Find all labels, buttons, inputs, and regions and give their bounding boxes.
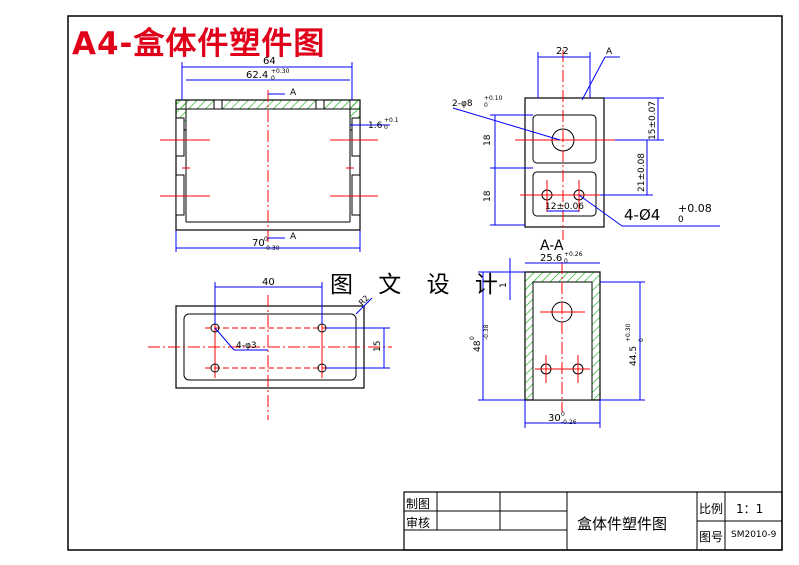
- front-dim-62-tol: +0.30: [271, 68, 290, 75]
- page-title: A4-盒体件塑件图: [72, 26, 326, 62]
- front-dim-wall: 1.6: [368, 121, 383, 131]
- front-top-notch-right: [315, 99, 325, 110]
- tb-drawn-label: 制图: [406, 497, 431, 511]
- front-dim-70: 70: [252, 238, 265, 249]
- front-slot-right-1: [351, 117, 361, 157]
- front-slot-left-2: [175, 174, 185, 216]
- front-dim-62: 62.4: [246, 70, 268, 81]
- side-view: 22 A 2-φ8 +0.10 0 18 18 15±0.07 21±0.08 …: [452, 46, 720, 240]
- front-slot-right-2: [351, 174, 361, 216]
- top-hole-callout: 4-φ3: [236, 341, 257, 351]
- section-dim-top: 25.6: [540, 253, 562, 264]
- top-hole-3: [210, 363, 220, 373]
- front-dim-70-sub: -0.30: [264, 245, 280, 252]
- section-dim-left-tol: 0: [469, 336, 476, 340]
- top-dim-15: 15: [373, 341, 383, 352]
- side-dim-15: 15±0.07: [648, 101, 658, 140]
- side-outline: [524, 97, 605, 228]
- side-hole-leader: [452, 107, 561, 141]
- watermark: 图 文 设 计: [330, 272, 507, 298]
- side-hole-callout: 2-φ8: [452, 99, 473, 109]
- side-hole4-sub: 0: [678, 215, 684, 225]
- top-view: 40 15 4-φ3 R2: [148, 277, 392, 420]
- side-lower-window: [532, 171, 597, 217]
- front-dim-wall-tol: +0.1: [384, 117, 399, 124]
- side-hole4-tol: +0.08: [678, 202, 712, 215]
- front-section-mark-bottom: A: [290, 232, 297, 242]
- tb-scale-value: 1：1: [736, 502, 764, 516]
- side-hole4-leader: [578, 194, 623, 227]
- side-dim-18-upper: 18: [483, 134, 493, 146]
- section-view: A-A 25.6 +0.26 0 1 48 0 -0.38 44.5 +0.30…: [469, 238, 645, 428]
- section-dim-1: 1: [499, 282, 509, 288]
- side-dim-18-lower: 18: [483, 190, 493, 202]
- side-hole-callout-tol: +0.10: [484, 95, 503, 102]
- front-view: 64 62.4 +0.30 0 A A 70 0 -0.30 1.6 +0.1 …: [160, 56, 399, 252]
- side-upper-window: [532, 114, 597, 164]
- front-dim-62-sub: 0: [271, 75, 275, 82]
- front-dim-64: 64: [263, 56, 276, 67]
- tb-part-name: 盒体件塑件图: [577, 515, 668, 533]
- section-dim-top-sub: 0: [564, 258, 568, 265]
- section-dim-right-tol: +0.30: [625, 323, 632, 342]
- side-dim-22: 22: [556, 46, 569, 57]
- side-dim-21: 21±0.08: [637, 153, 647, 192]
- tb-scale-label: 比例: [699, 502, 724, 516]
- tb-drawing-no-value: SM2010-9: [731, 530, 777, 540]
- side-section-mark: A: [606, 47, 613, 57]
- top-dim-40: 40: [262, 277, 275, 288]
- side-section-leader: [581, 56, 606, 101]
- section-dim-bottom: 30: [548, 413, 561, 424]
- section-dim-right-sub: 0: [638, 338, 645, 342]
- title-block: [403, 491, 783, 551]
- section-dim-bottom-tol: 0: [561, 411, 565, 418]
- section-dim-top-tol: +0.26: [564, 251, 583, 258]
- section-dim-left: 48: [473, 340, 483, 352]
- top-hole-leader: [214, 327, 235, 351]
- section-label: A-A: [540, 238, 564, 254]
- section-dim-bottom-sub: -0.26: [561, 419, 577, 426]
- front-section-mark-top: A: [290, 88, 297, 98]
- tb-review-label: 审核: [406, 516, 431, 530]
- front-dim-70-tol: 0: [264, 236, 268, 243]
- side-hole-callout-sub: 0: [484, 102, 488, 109]
- front-top-notch-left: [213, 99, 223, 110]
- side-dim-12: 12±0.06: [545, 202, 584, 212]
- front-slot-left-1: [175, 117, 185, 157]
- side-hole4-callout: 4-Ø4: [624, 206, 660, 224]
- section-dim-right: 44.5: [629, 346, 639, 366]
- top-r-leader: [355, 297, 373, 315]
- tb-drawing-no-label: 图号: [699, 530, 724, 544]
- front-dim-wall-sub: 0: [384, 124, 388, 131]
- section-dim-left-sub: -0.38: [483, 324, 490, 340]
